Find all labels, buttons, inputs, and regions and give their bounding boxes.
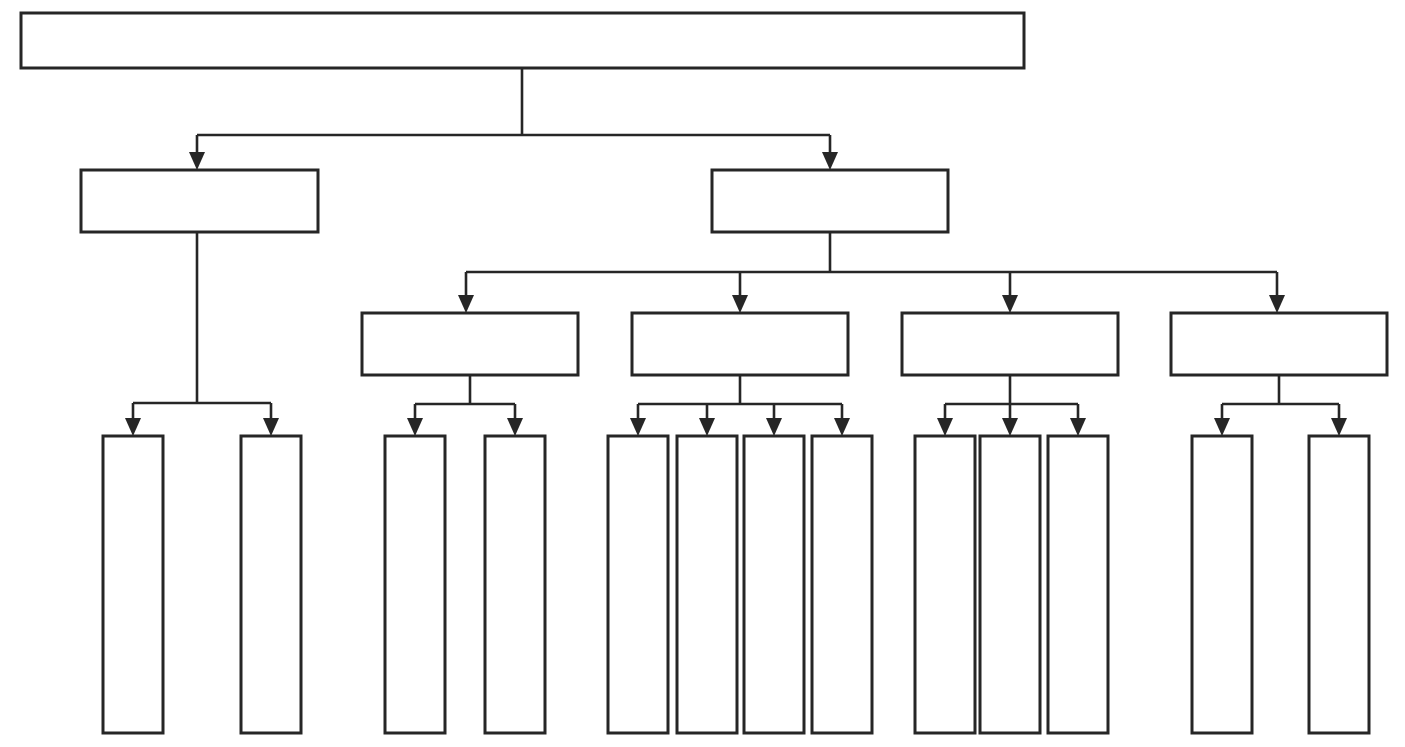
book-borrow-box[interactable] xyxy=(630,311,850,377)
arrow-to-leaf-borrow-book-2 xyxy=(834,418,850,436)
arrow-to-borrow-record xyxy=(1269,295,1285,313)
node-book-borrow[interactable] xyxy=(630,311,850,377)
node-leaf-query-book-3[interactable] xyxy=(913,434,977,735)
node-book-management[interactable] xyxy=(710,168,950,234)
leaf-return-book-box[interactable] xyxy=(978,434,1042,735)
arrow-to-leaf-add-record xyxy=(1214,418,1230,436)
arrow-to-leaf-query-book-3 xyxy=(937,418,953,436)
book-management-box[interactable] xyxy=(710,168,950,234)
leaf-query-book-2-box[interactable] xyxy=(606,434,670,735)
new-book-recommend-box[interactable] xyxy=(360,311,580,377)
connector-layer xyxy=(125,68,1347,436)
node-leaf-user-login[interactable] xyxy=(101,434,165,735)
leaf-edit-book-box[interactable] xyxy=(742,434,806,735)
arrow-to-user-login xyxy=(189,152,205,170)
node-leaf-borrow-book-2[interactable] xyxy=(810,434,874,735)
leaf-add-book-box[interactable] xyxy=(675,434,739,735)
arrow-to-leaf-return-book xyxy=(1002,418,1018,436)
node-leaf-confirm-return[interactable] xyxy=(1046,434,1110,735)
leaf-confirm-return-box[interactable] xyxy=(1046,434,1110,735)
node-leaf-query-book-2[interactable] xyxy=(606,434,670,735)
current-borrow-box[interactable] xyxy=(900,311,1120,377)
arrow-to-leaf-borrow-book-1 xyxy=(507,418,523,436)
leaf-borrow-book-2-box[interactable] xyxy=(810,434,874,735)
arrow-to-current-borrow xyxy=(1002,295,1018,313)
node-leaf-return-book[interactable] xyxy=(978,434,1042,735)
arrow-to-leaf-edit-book xyxy=(766,418,782,436)
arrow-to-leaf-query-record xyxy=(1331,418,1347,436)
node-leaf-edit-book[interactable] xyxy=(742,434,806,735)
arrow-to-leaf-confirm-return xyxy=(1070,418,1086,436)
user-login-box[interactable] xyxy=(79,168,320,234)
arrow-to-leaf-query-book-1 xyxy=(407,418,423,436)
borrow-record-box[interactable] xyxy=(1169,311,1389,377)
node-user-login[interactable] xyxy=(79,168,320,234)
arrow-to-leaf-logout-login xyxy=(263,418,279,436)
arrow-to-leaf-query-book-2 xyxy=(630,418,646,436)
leaf-add-record-box[interactable] xyxy=(1190,434,1254,735)
node-leaf-query-record[interactable] xyxy=(1307,434,1371,735)
leaf-query-book-3-box[interactable] xyxy=(913,434,977,735)
leaf-query-record-box[interactable] xyxy=(1307,434,1371,735)
node-current-borrow[interactable] xyxy=(900,311,1120,377)
arrow-to-leaf-user-login xyxy=(125,418,141,436)
leaf-logout-login-box[interactable] xyxy=(239,434,303,735)
node-leaf-borrow-book-1[interactable] xyxy=(483,434,547,735)
arrow-to-book-borrow xyxy=(732,295,748,313)
node-leaf-query-book-1[interactable] xyxy=(383,434,447,735)
node-leaf-add-book[interactable] xyxy=(675,434,739,735)
arrow-to-book-management xyxy=(822,152,838,170)
leaf-borrow-book-1-box[interactable] xyxy=(483,434,547,735)
root-box[interactable] xyxy=(19,11,1026,70)
node-leaf-add-record[interactable] xyxy=(1190,434,1254,735)
node-root[interactable] xyxy=(19,11,1026,70)
leaf-user-login-box[interactable] xyxy=(101,434,165,735)
leaf-query-book-1-box[interactable] xyxy=(383,434,447,735)
arrow-to-leaf-add-book xyxy=(699,418,715,436)
node-borrow-record[interactable] xyxy=(1169,311,1389,377)
node-leaf-logout-login[interactable] xyxy=(239,434,303,735)
arrow-to-new-book-recommend xyxy=(458,295,474,313)
node-new-book-recommend[interactable] xyxy=(360,311,580,377)
